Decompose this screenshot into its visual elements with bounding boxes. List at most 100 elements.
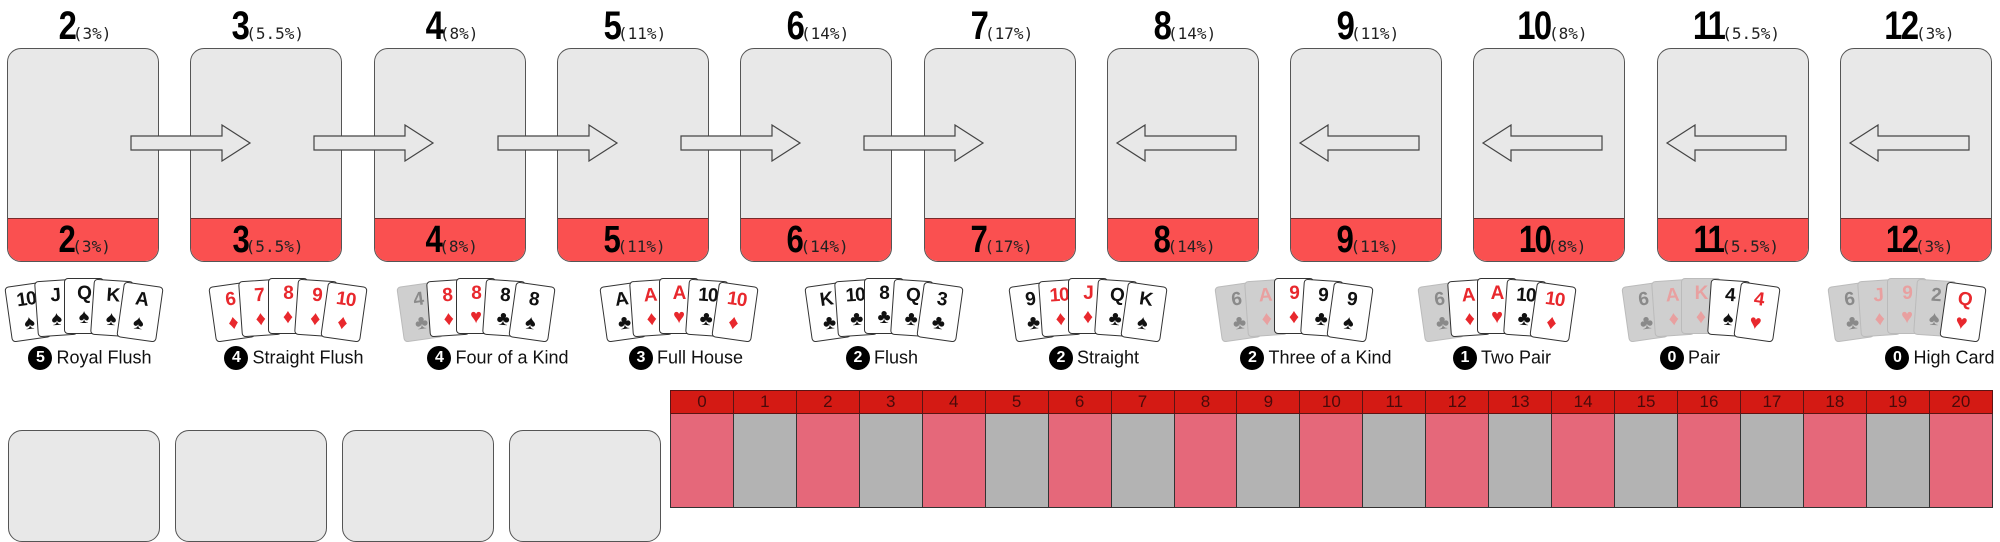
hand-name: Full House: [656, 347, 744, 368]
track-cell[interactable]: [1047, 413, 1112, 508]
dice-slot[interactable]: 7(17%): [924, 48, 1076, 262]
dice-slot[interactable]: 3(5.5%): [190, 48, 342, 262]
dice-slot[interactable]: 9(11%): [1290, 48, 1442, 262]
slot-band-number: 10: [1518, 219, 1551, 261]
track-cell[interactable]: [1488, 413, 1553, 508]
slot-header: 9(11%): [1290, 4, 1442, 48]
empty-card-slot[interactable]: [509, 430, 661, 542]
empty-card-slot[interactable]: [8, 430, 160, 542]
arrow-left-icon: [1115, 123, 1237, 163]
card-suit-icon: ♥: [1491, 306, 1503, 328]
track-cell[interactable]: [1173, 413, 1238, 508]
card-rank: J: [1083, 283, 1094, 304]
slot-number: 11: [1692, 4, 1726, 48]
track-cell[interactable]: [1677, 413, 1741, 508]
track-column-header: 19: [1865, 390, 1930, 414]
poker-hand: 4 ♣ 8 ♦ 8 ♥ 8 ♣ 8 ♠: [396, 278, 560, 344]
track-cell[interactable]: [1928, 413, 1994, 508]
track-cell[interactable]: [1865, 413, 1930, 508]
slot-band: 9(11%): [1291, 218, 1441, 261]
card-suit-icon: ♠: [131, 311, 146, 335]
card-rank: 10: [334, 287, 357, 312]
track-cell[interactable]: [1362, 413, 1427, 508]
slot-band-percent: (14%): [1167, 237, 1216, 256]
slot-header: 4(8%): [374, 4, 526, 48]
hand-name: Three of a Kind: [1268, 347, 1392, 368]
dice-slot[interactable]: 12(3%): [1840, 48, 1992, 262]
slot-band-number: 7: [970, 219, 988, 261]
poker-hand: 10 ♠ J ♠ Q ♠ K ♠ A ♠: [4, 278, 168, 344]
slot-band: 7(17%): [925, 218, 1075, 261]
slot-band-number: 8: [1153, 219, 1171, 261]
poker-hand: 6 ♣ A ♦ A ♥ 10 ♣ 10 ♦: [1417, 278, 1581, 344]
slot-band-number: 5: [603, 219, 621, 261]
track-cell[interactable]: [1425, 413, 1490, 508]
track-cell[interactable]: [858, 413, 923, 508]
card-suit-icon: ♣: [930, 311, 947, 335]
dice-slot[interactable]: 11(5.5%): [1657, 48, 1809, 262]
dice-slot[interactable]: 8(14%): [1107, 48, 1259, 262]
hand-name: Two Pair: [1480, 347, 1552, 368]
card-rank: 10: [1543, 287, 1566, 312]
playing-card: 10 ♦: [711, 281, 759, 343]
slot-number: 4: [425, 4, 443, 48]
track-cell[interactable]: [1739, 413, 1804, 508]
card-suit-icon: ♠: [523, 311, 538, 335]
track-cell[interactable]: [1299, 413, 1364, 508]
arrow-left-icon: [1848, 123, 1970, 163]
hand-name: Royal Flush: [56, 347, 152, 368]
arrow-right-icon: [130, 123, 252, 163]
playing-card: 4 ♥: [1733, 281, 1781, 343]
dice-slot[interactable]: 2(3%): [7, 48, 159, 262]
score-badge: 4: [427, 346, 452, 370]
slot-header: 6(14%): [740, 4, 892, 48]
track-cell[interactable]: [732, 413, 797, 508]
track-cell[interactable]: [1236, 413, 1301, 508]
card-suit-icon: ♥: [1901, 306, 1913, 328]
dice-slot[interactable]: 6(14%): [740, 48, 892, 262]
score-badge: 4: [224, 346, 249, 370]
track-column-header: 20: [1928, 390, 1994, 414]
track-cell[interactable]: [1110, 413, 1175, 508]
track-cell[interactable]: [1614, 413, 1678, 508]
dice-slot[interactable]: 10(8%): [1473, 48, 1625, 262]
arrow-left-icon: [1665, 123, 1787, 163]
empty-card-slot[interactable]: [175, 430, 327, 542]
track-column-header: 18: [1802, 390, 1867, 414]
slot-band-percent: (5.5%): [245, 237, 304, 256]
track-column-header: 10: [1299, 390, 1364, 414]
slot-band-percent: (8%): [439, 237, 478, 256]
track-column-header: 3: [858, 390, 923, 414]
slot-band: 10(8%): [1474, 218, 1624, 261]
card-suit-icon: ♠: [78, 306, 90, 328]
score-badge: 0: [1885, 346, 1910, 370]
track-cell[interactable]: [1551, 413, 1616, 508]
dice-slot[interactable]: 5(11%): [557, 48, 709, 262]
card-suit-icon: ♦: [335, 311, 350, 335]
card-rank: 9: [1902, 283, 1913, 304]
slot-percent: (11%): [618, 24, 667, 43]
slot-percent: (8%): [439, 24, 479, 43]
card-suit-icon: ♠: [1135, 311, 1150, 335]
track-column-header: 15: [1614, 390, 1678, 414]
track-cell[interactable]: [1802, 413, 1867, 508]
card-rank: 9: [1345, 288, 1358, 311]
empty-card-slot[interactable]: [342, 430, 494, 542]
track-cell[interactable]: [795, 413, 860, 508]
dice-slot[interactable]: 4(8%): [374, 48, 526, 262]
slot-percent: (14%): [801, 24, 850, 43]
track-cell[interactable]: [984, 413, 1049, 508]
track-cell[interactable]: [921, 413, 986, 508]
track-cell[interactable]: [670, 413, 734, 508]
playing-card: 10 ♦: [320, 281, 368, 343]
poker-hand: 6 ♦ 7 ♦ 8 ♦ 9 ♦ 10 ♦: [208, 278, 372, 344]
score-badge: 5: [28, 346, 53, 370]
slot-band-percent: (3%): [72, 237, 111, 256]
card-rank: K: [1137, 288, 1154, 311]
